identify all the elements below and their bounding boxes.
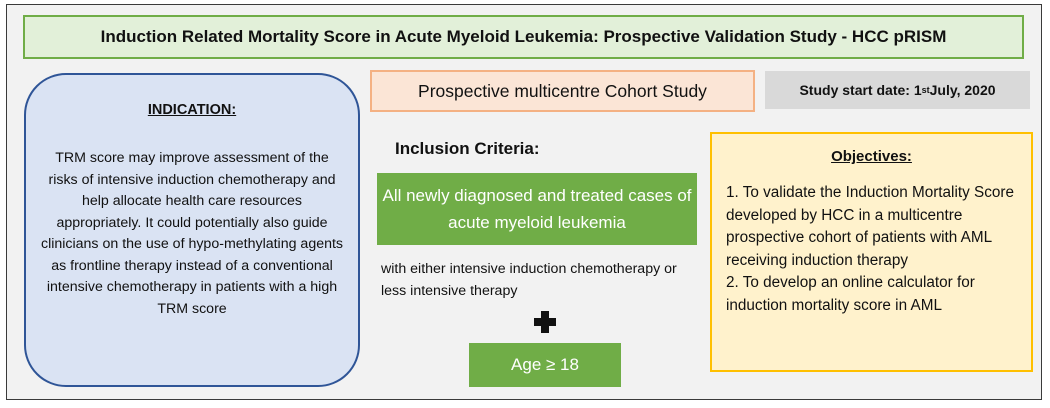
objectives-panel: Objectives: 1. To validate the Induction… bbox=[710, 132, 1033, 372]
start-date-prefix: Study start date: 1 bbox=[799, 82, 922, 98]
start-date-superscript: st bbox=[921, 85, 930, 95]
study-type-box: Prospective multicentre Cohort Study bbox=[370, 70, 755, 112]
objectives-heading: Objectives: bbox=[831, 148, 912, 165]
objective-item-2: 2. To develop an online calculator for i… bbox=[726, 274, 975, 314]
diagram-title: Induction Related Mortality Score in Acu… bbox=[23, 15, 1024, 59]
indication-text: TRM score may improve assessment of the … bbox=[40, 150, 344, 317]
start-date-suffix: July, 2020 bbox=[929, 82, 996, 98]
indication-heading: INDICATION: bbox=[147, 102, 237, 118]
inclusion-criteria-label: Inclusion Criteria: bbox=[395, 139, 540, 158]
inclusion-criteria-note: with either intensive induction chemothe… bbox=[381, 261, 677, 299]
age-criteria-box: Age ≥ 18 bbox=[469, 343, 621, 387]
indication-panel: INDICATION: TRM score may improve assess… bbox=[24, 73, 360, 387]
inclusion-criteria-box: All newly diagnosed and treated cases of… bbox=[377, 173, 697, 245]
plus-icon bbox=[534, 311, 556, 333]
objective-item-1: 1. To validate the Induction Mortality S… bbox=[726, 184, 1014, 269]
